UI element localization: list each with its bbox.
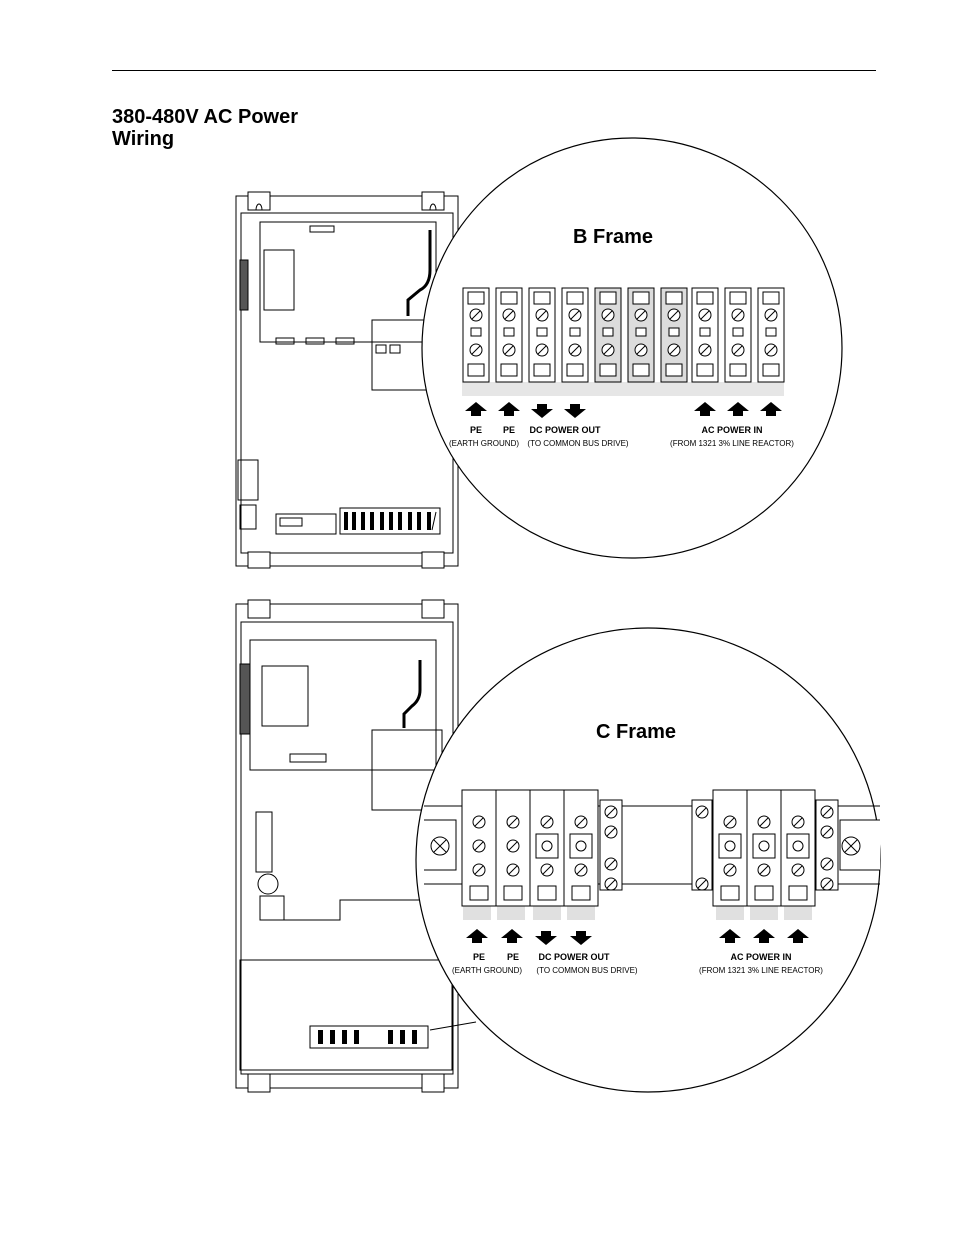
c-terminal-1 — [461, 789, 497, 907]
b-terminal-5 — [594, 287, 622, 383]
c-frame-terminal-strip-small — [318, 1030, 417, 1044]
b-terminal-7 — [660, 287, 688, 383]
section-heading: 380-480V AC Power Wiring — [112, 106, 298, 150]
b-frame-terminal-blocks — [462, 287, 785, 396]
c-terminal-4 — [563, 789, 599, 907]
b-terminal-4 — [561, 287, 589, 383]
c-label-earth-ground: (EARTH GROUND) — [452, 966, 522, 975]
c-terminal-7 — [780, 789, 816, 907]
c-label-dc-sub: (TO COMMON BUS DRIVE) — [536, 966, 638, 975]
b-frame-callout-line — [431, 511, 437, 531]
b-terminal-2 — [495, 287, 523, 383]
b-terminal-1 — [462, 287, 490, 383]
b-label-dc-power-out: DC POWER OUT — [530, 425, 602, 435]
c-label-ac-power-in: AC POWER IN — [730, 952, 791, 962]
header-rule — [112, 70, 876, 71]
c-terminal-6 — [746, 789, 782, 907]
c-frame-terminal-assembly — [424, 799, 880, 920]
b-label-earth-ground: (EARTH GROUND) — [449, 439, 519, 448]
c-label-dc-power-out: DC POWER OUT — [539, 952, 611, 962]
c-frame-callout-line — [429, 1021, 477, 1031]
b-frame-terminal-strip-small — [344, 512, 431, 530]
c-label-pe-2: PE — [507, 952, 519, 962]
c-label-ac-sub: (FROM 1321 3% LINE REACTOR) — [699, 966, 823, 975]
c-frame-title: C Frame — [596, 721, 676, 743]
heading-line-1: 380-480V AC Power — [112, 106, 299, 128]
b-terminal-9 — [724, 287, 752, 383]
b-frame-title: B Frame — [573, 226, 653, 248]
b-terminal-3 — [528, 287, 556, 383]
b-terminal-10 — [757, 287, 785, 383]
b-label-pe-1: PE — [470, 425, 482, 435]
b-terminal-6 — [627, 287, 655, 383]
c-frame-terminal-blocks — [461, 789, 816, 907]
heading-line-2: Wiring — [112, 128, 175, 150]
b-label-ac-power-in: AC POWER IN — [701, 425, 762, 435]
c-terminal-2 — [495, 789, 531, 907]
b-label-pe-2: PE — [503, 425, 515, 435]
c-label-pe-1: PE — [473, 952, 485, 962]
b-label-ac-sub: (FROM 1321 3% LINE REACTOR) — [670, 439, 794, 448]
c-terminal-5 — [712, 789, 748, 907]
b-label-dc-sub: (TO COMMON BUS DRIVE) — [527, 439, 629, 448]
c-terminal-3 — [529, 789, 565, 907]
b-terminal-8 — [691, 287, 719, 383]
